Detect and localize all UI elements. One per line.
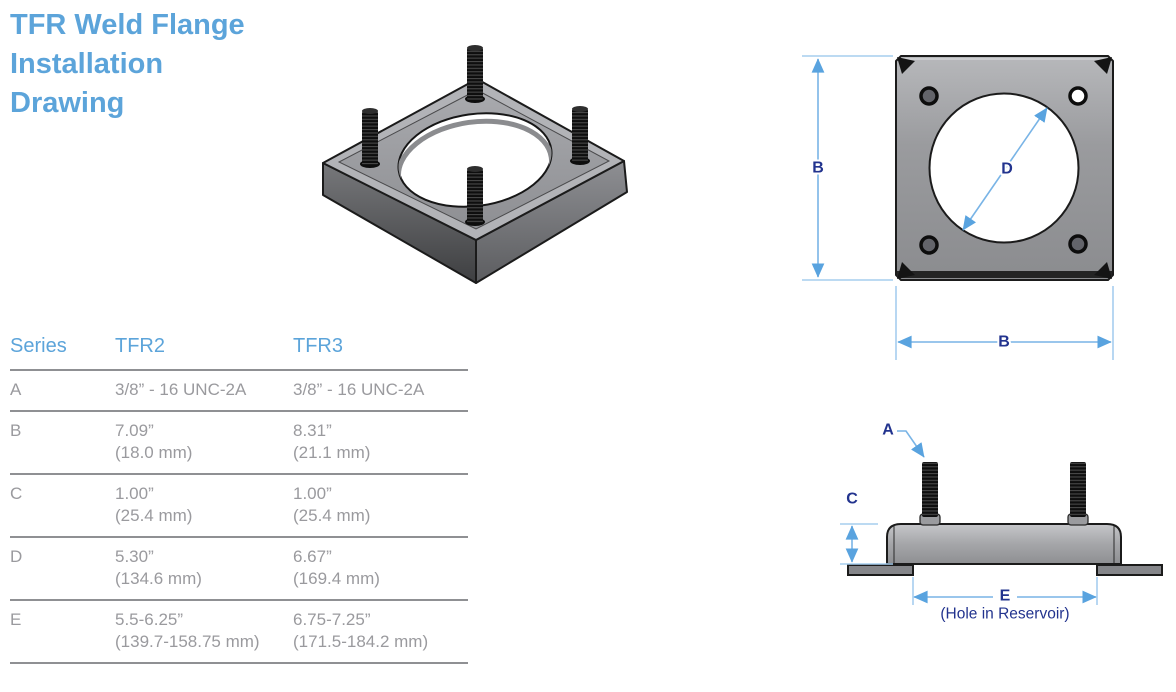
tfr2-value: 3/8” - 16 UNC-2A <box>115 370 293 412</box>
col-header-series: Series <box>10 330 115 371</box>
top-view: B D B <box>802 55 1114 360</box>
stud-right <box>570 106 590 165</box>
stud-front <box>465 166 485 226</box>
e-span-dimension: E (Hole in Reservoir) <box>912 577 1098 623</box>
tfr2-value: 5.5-6.25”(139.7-158.75 mm) <box>115 600 293 664</box>
c-thickness-label: C <box>846 491 858 508</box>
tfr3-value: 6.67”(169.4 mm) <box>293 537 468 601</box>
reservoir-strip-left <box>847 564 914 576</box>
bolt-hole-top-left <box>919 86 939 106</box>
title-line-2: Installation <box>10 48 164 80</box>
isometric-view <box>322 45 628 284</box>
flange-body-side <box>886 523 1122 565</box>
c-thickness-dimension: C <box>840 489 893 565</box>
page-title: TFR Weld Flange Installation Drawing <box>10 6 245 123</box>
table-row-c: C 1.00”(25.4 mm) 1.00”(25.4 mm) <box>10 474 468 538</box>
e-span-label: E <box>1000 588 1011 605</box>
tfr3-value: 1.00”(25.4 mm) <box>293 474 468 538</box>
bolt-hole-bottom-right <box>1068 234 1088 254</box>
tfr3-value: 8.31”(21.1 mm) <box>293 411 468 475</box>
row-label: A <box>10 370 115 412</box>
a-stud-label: A <box>882 422 894 439</box>
table-row-d: D 5.30”(134.6 mm) 6.67”(169.4 mm) <box>10 537 468 601</box>
table-row-e: E 5.5-6.25”(139.7-158.75 mm) 6.75-7.25”(… <box>10 600 468 664</box>
side-view: A C E (Hole in Reservoir) <box>840 420 1163 623</box>
stud-left-side <box>919 462 941 526</box>
title-line-1: TFR Weld Flange <box>10 9 245 41</box>
row-label: C <box>10 474 115 538</box>
row-label: B <box>10 411 115 475</box>
tfr2-value: 7.09”(18.0 mm) <box>115 411 293 475</box>
reservoir-plate <box>847 564 1163 576</box>
col-header-tfr2: TFR2 <box>115 330 293 371</box>
stud-right-side <box>1067 462 1089 526</box>
tfr2-value: 5.30”(134.6 mm) <box>115 537 293 601</box>
tfr3-value: 3/8” - 16 UNC-2A <box>293 370 468 412</box>
stud-back <box>465 45 485 103</box>
corner-weld-marks <box>897 57 1112 279</box>
table-header-row: Series TFR2 TFR3 <box>10 330 468 371</box>
stud-left <box>360 108 380 168</box>
title-line-3: Drawing <box>10 87 125 119</box>
b-height-label: B <box>812 160 824 177</box>
table-row-b: B 7.09”(18.0 mm) 8.31”(21.1 mm) <box>10 411 468 475</box>
spec-table: Series TFR2 TFR3 A 3/8” - 16 UNC-2A 3/8”… <box>10 330 468 664</box>
row-label: E <box>10 600 115 664</box>
col-header-tfr3: TFR3 <box>293 330 468 371</box>
bolt-hole-bottom-left <box>919 235 939 255</box>
d-diameter-dimension: D <box>962 107 1048 231</box>
tfr3-value: 6.75-7.25”(171.5-184.2 mm) <box>293 600 468 664</box>
b-horizontal-dimension: B <box>895 286 1114 360</box>
hole-in-reservoir-note: (Hole in Reservoir) <box>940 606 1069 623</box>
b-vertical-dimension: B <box>802 55 893 281</box>
a-stud-callout: A <box>880 420 925 458</box>
bolt-holes <box>919 86 1088 255</box>
reservoir-strip-right <box>1096 564 1163 576</box>
table-row-a: A 3/8” - 16 UNC-2A 3/8” - 16 UNC-2A <box>10 370 468 412</box>
bolt-hole-top-right <box>1068 86 1088 106</box>
d-diameter-label: D <box>1001 161 1013 178</box>
b-width-label: B <box>998 334 1010 351</box>
tfr2-value: 1.00”(25.4 mm) <box>115 474 293 538</box>
row-label: D <box>10 537 115 601</box>
